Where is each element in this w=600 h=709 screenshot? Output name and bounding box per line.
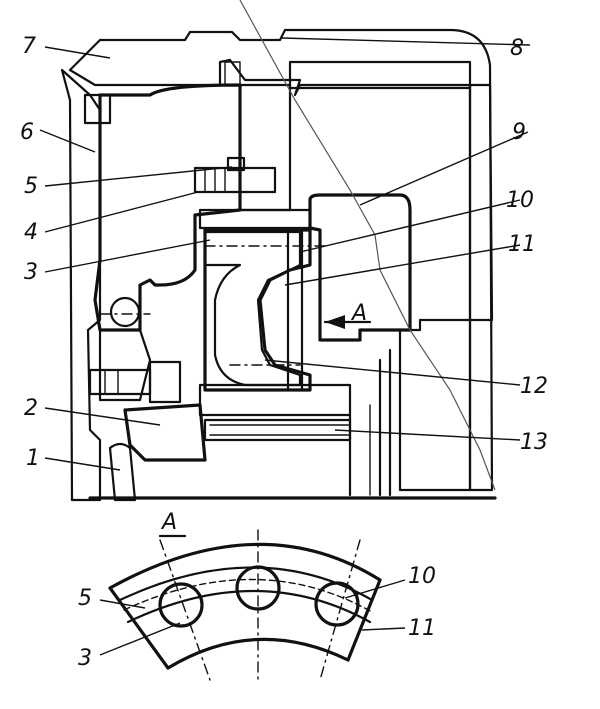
lower-gear — [98, 328, 152, 402]
section-title: A — [162, 510, 178, 535]
sun-shaft — [203, 418, 352, 442]
label-11: 11 — [508, 232, 536, 257]
arc-inner — [166, 637, 350, 670]
main-section-view — [39, 0, 531, 502]
teeth-circle — [109, 296, 141, 328]
label-6: 6 — [20, 120, 34, 145]
label-1: 1 — [26, 446, 40, 471]
housing-right-wall — [468, 83, 494, 322]
paper-crease — [239, 0, 496, 491]
label-12: 12 — [520, 374, 548, 399]
section-label-11: 11 — [408, 616, 436, 641]
label-13: 13 — [520, 430, 548, 455]
label-7: 7 — [22, 34, 36, 59]
label-3: 3 — [24, 260, 38, 285]
section-label-10: 10 — [408, 564, 436, 589]
bottom-bolt — [88, 360, 182, 404]
label-10: 10 — [506, 188, 534, 213]
label-9: 9 — [512, 120, 526, 145]
arc-left-edge — [108, 586, 170, 670]
label-5: 5 — [24, 174, 38, 199]
section-label-5: 5 — [78, 586, 92, 611]
plate-stem — [224, 61, 241, 86]
label-8: 8 — [510, 36, 524, 61]
right-stepped-wall — [398, 318, 472, 492]
leader-lines — [39, 37, 531, 471]
view-arrow — [323, 315, 372, 329]
planet-pin — [286, 228, 304, 392]
planet-hub — [203, 228, 312, 392]
section-leaders — [99, 579, 406, 656]
label-2: 2 — [24, 396, 38, 421]
seal-ring — [108, 442, 137, 502]
housing-cover — [68, 28, 494, 492]
ring-gear — [308, 193, 412, 342]
bolt-assembly — [193, 156, 277, 194]
arc-ring-2 — [123, 578, 373, 613]
arc-outer — [108, 542, 382, 590]
arc-right-edge — [346, 578, 382, 662]
label-4: 4 — [24, 220, 38, 245]
section-a-view — [99, 529, 406, 681]
bottom-flange — [123, 403, 207, 462]
gear-body — [93, 83, 242, 332]
key-top — [83, 93, 112, 125]
section-pin-left — [158, 582, 204, 628]
planet-hub-hatch — [203, 230, 302, 387]
section-pin-right — [314, 581, 360, 627]
view-arrow-label: A — [352, 301, 368, 326]
left-frame — [60, 68, 102, 502]
section-label-3: 3 — [78, 646, 92, 671]
